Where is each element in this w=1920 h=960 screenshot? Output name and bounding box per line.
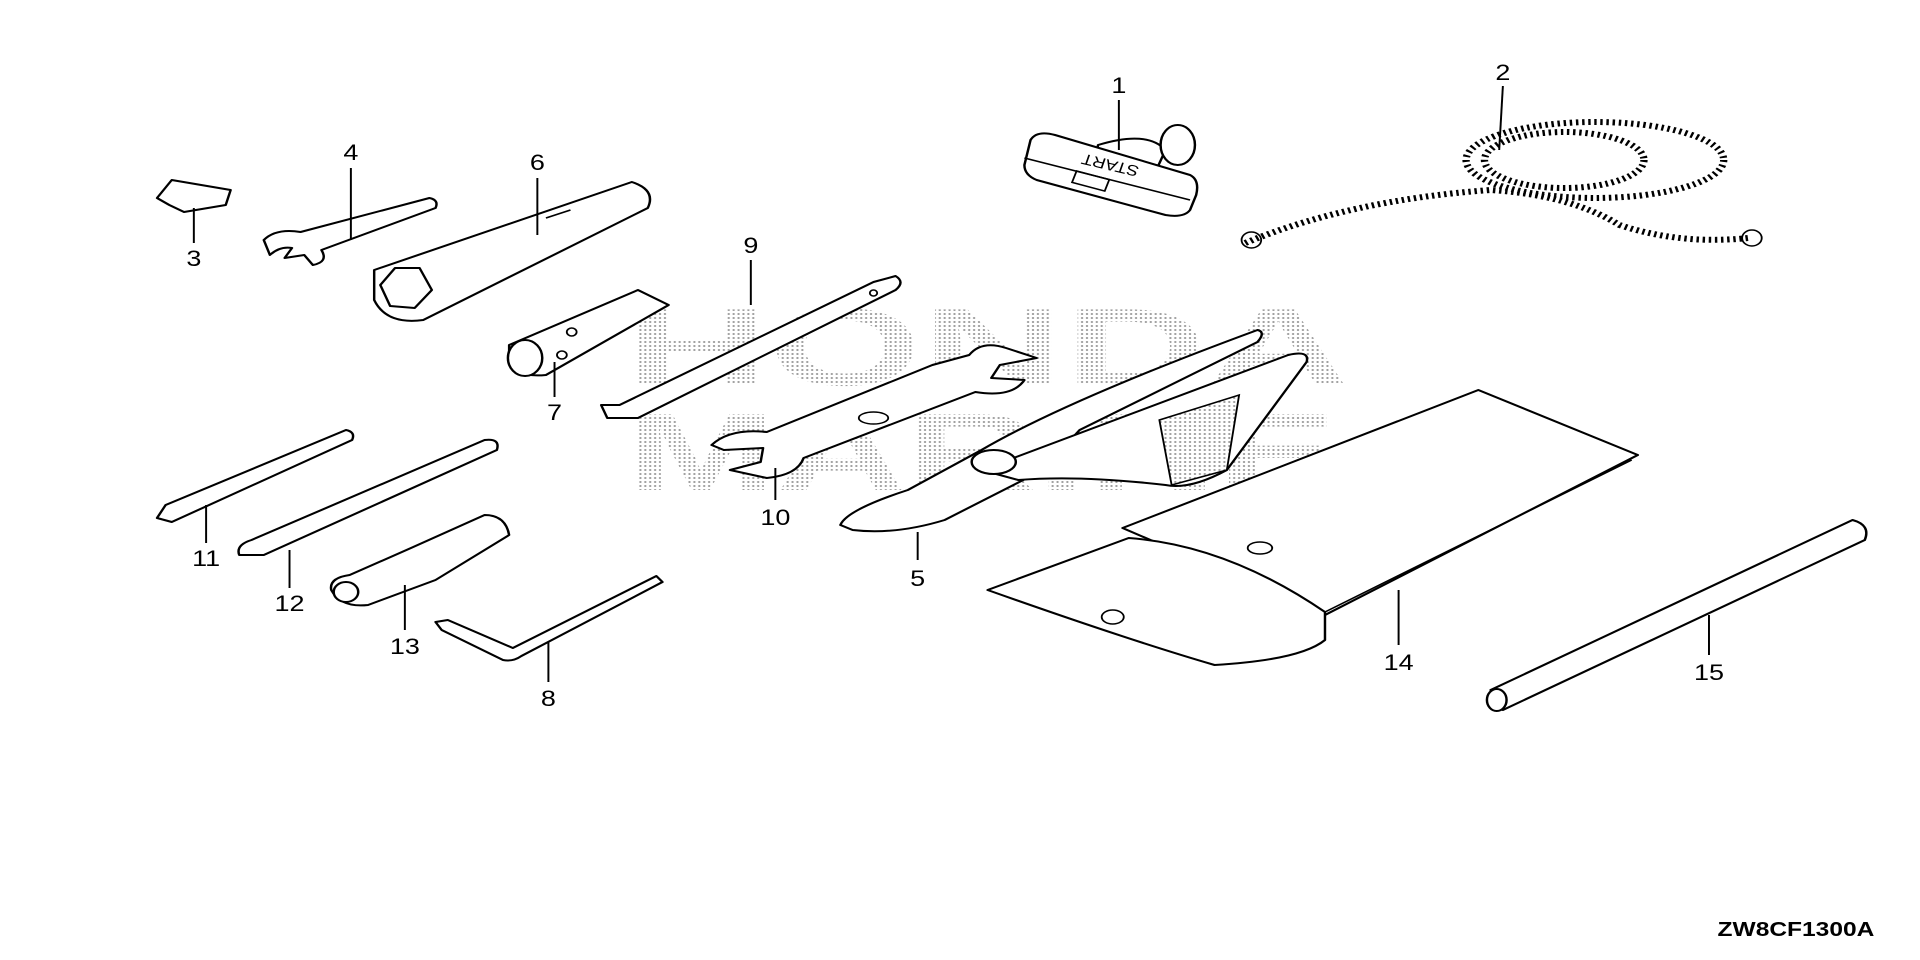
callout-9: 9 <box>743 234 758 258</box>
rod[interactable] <box>1485 519 1868 712</box>
callout-8: 8 <box>541 687 556 711</box>
phillips-screwdriver[interactable] <box>155 429 355 523</box>
screwdriver-grip[interactable] <box>329 514 511 607</box>
callout-2: 2 <box>1495 61 1510 85</box>
callout-5: 5 <box>910 567 925 591</box>
callout-7: 7 <box>547 401 562 425</box>
box-wrench[interactable] <box>506 289 670 377</box>
callout-13: 13 <box>390 635 420 659</box>
flat-screwdriver[interactable] <box>237 438 499 556</box>
callout-10: 10 <box>760 506 790 530</box>
starter-rope[interactable] <box>1240 119 1763 249</box>
callout-3: 3 <box>186 247 201 271</box>
callout-12: 12 <box>275 592 305 616</box>
starter-grip[interactable]: START <box>1023 124 1199 217</box>
plug-wrench[interactable] <box>372 181 652 322</box>
callout-11: 11 <box>192 547 220 571</box>
clip[interactable] <box>155 179 232 213</box>
hex-wrench[interactable] <box>434 575 664 662</box>
pliers[interactable] <box>839 329 1309 533</box>
tool-bag[interactable] <box>986 389 1640 666</box>
callout-14: 14 <box>1384 651 1414 675</box>
handle-bar[interactable] <box>599 275 902 419</box>
callouts: 1 2 3 4 5 6 7 8 9 10 11 12 13 14 15 <box>186 61 1724 711</box>
callout-4: 4 <box>343 141 358 165</box>
callout-15: 15 <box>1694 661 1724 685</box>
diagram-code: ZW8CF1300A <box>1718 918 1875 940</box>
callout-6: 6 <box>530 151 545 175</box>
callout-1: 1 <box>1111 74 1126 98</box>
double-open-end-wrench[interactable] <box>710 344 1038 479</box>
